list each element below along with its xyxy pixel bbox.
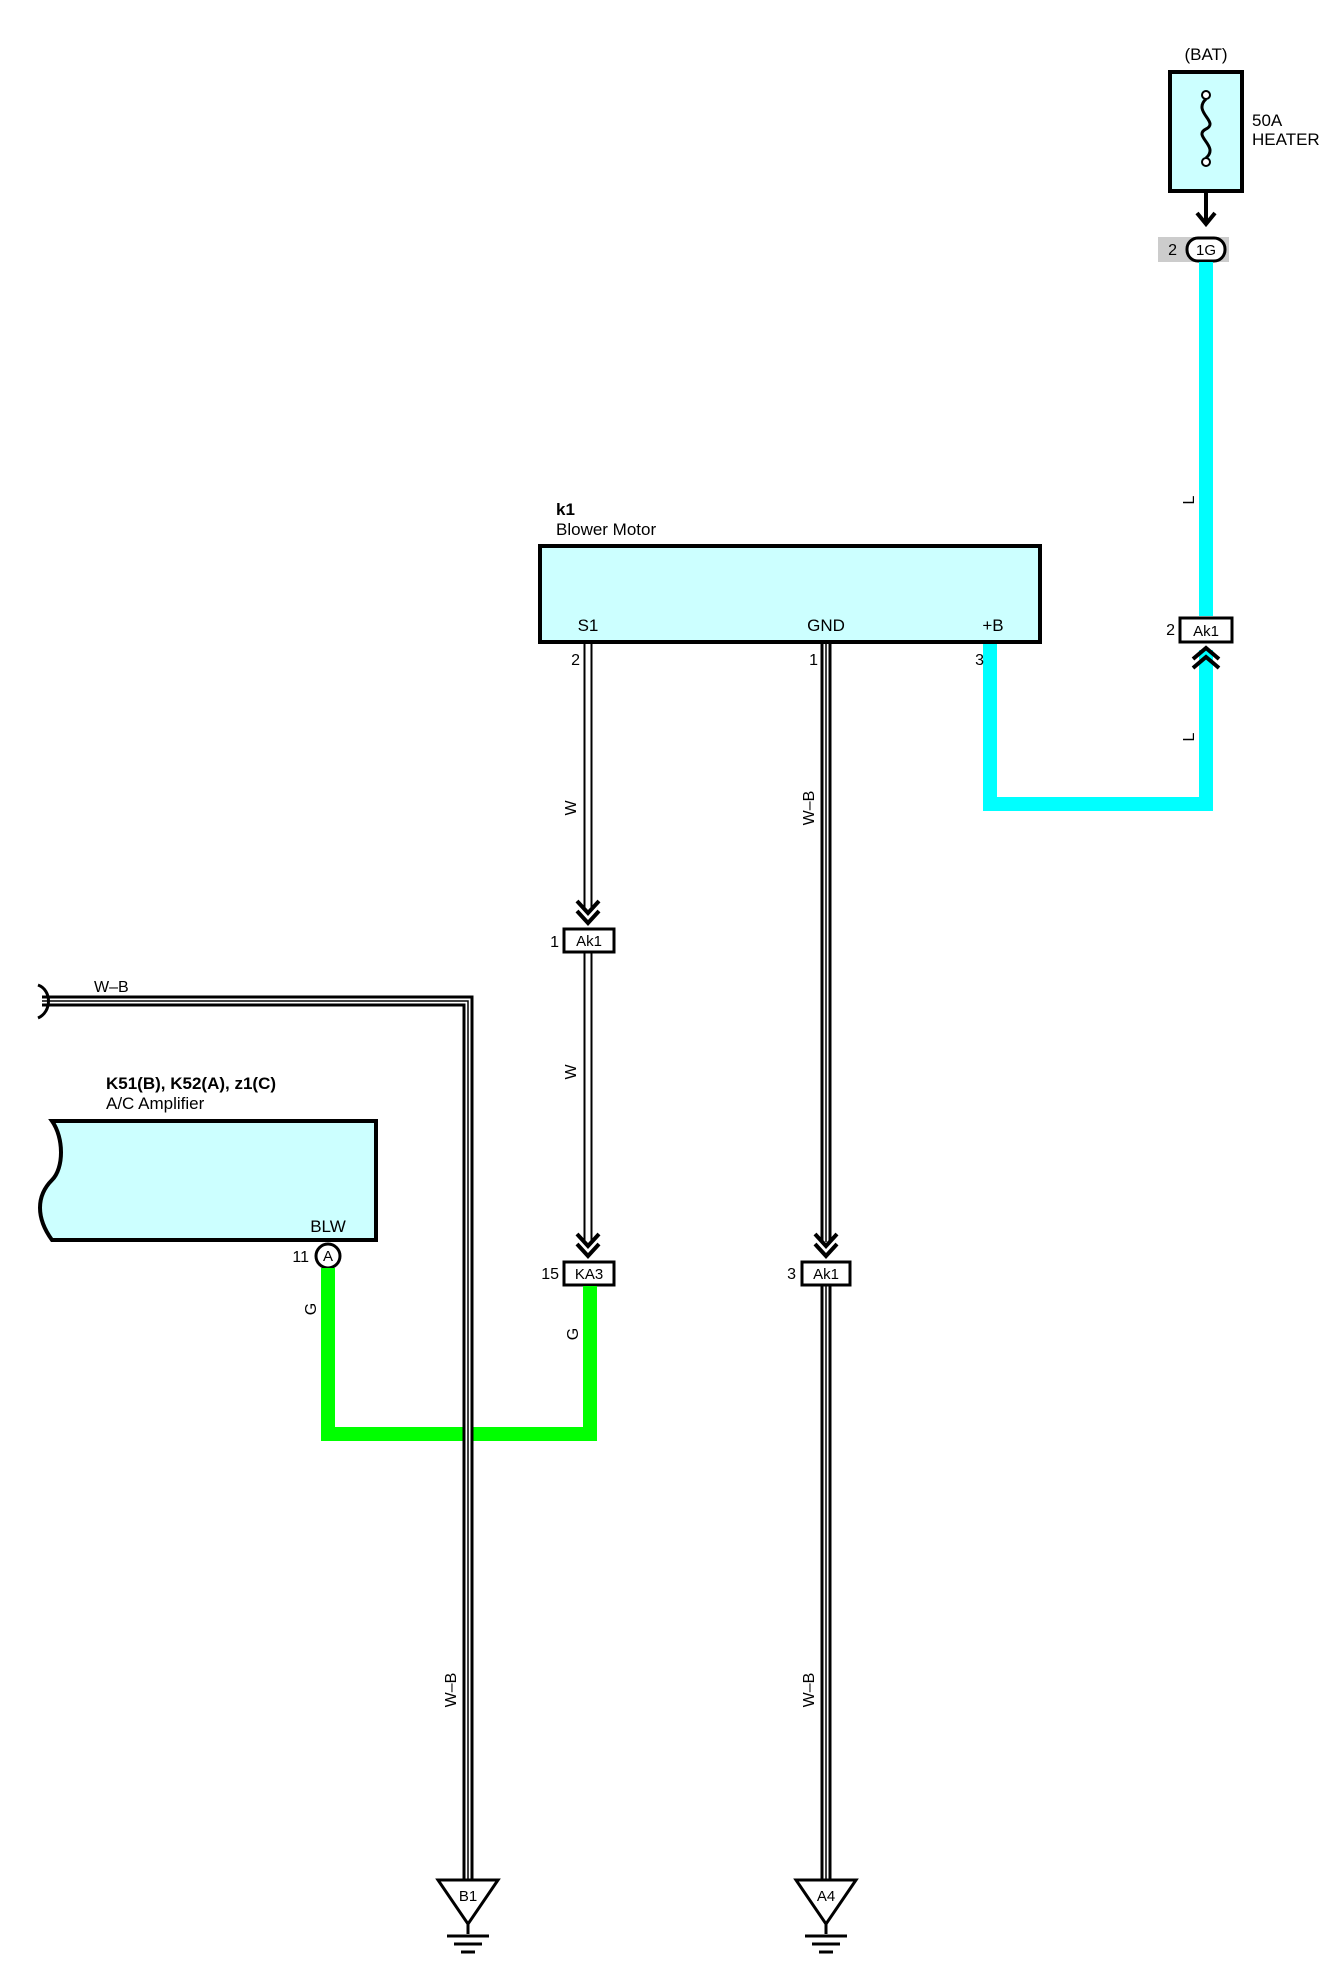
ac-amplifier: K51(B), K52(A), z1(C) A/C Amplifier BLW … (38, 1074, 378, 1270)
blower-motor-code: k1 (556, 500, 575, 519)
g-wire: G G (303, 1268, 597, 1448)
wire-label-offpage: W–B (94, 979, 129, 996)
ground-b1: B1 (435, 1878, 501, 1954)
wire-label-wb-upper: W–B (801, 791, 818, 826)
wire-break-icon (37, 983, 50, 1020)
wire-label-wb-lower: W–B (801, 1673, 818, 1708)
connector-id: Ak1 (576, 933, 602, 950)
arrow-down-icon (1195, 211, 1217, 228)
wire-label-g-blw: G (303, 1303, 320, 1315)
offpage-wb-wire: W–B W–B (37, 979, 474, 1880)
junction-1g: 2 1G (1158, 236, 1229, 263)
ground-id: A4 (817, 1888, 835, 1905)
blower-motor-box (538, 544, 1042, 644)
fuse-name: HEATER (1252, 130, 1320, 149)
fuse-icon (1200, 90, 1212, 167)
chevron-down-icon (813, 1232, 839, 1249)
connector-id: Ak1 (813, 1266, 839, 1283)
chevron-down-icon (575, 1242, 601, 1259)
wire-l-lower (983, 640, 1213, 811)
wire-offpage-stripe (42, 1000, 469, 1880)
chevron-up-icon (1191, 645, 1221, 661)
connector-a-id: A (323, 1248, 333, 1265)
chevron-down-icon (575, 1232, 601, 1249)
fuse-source-label: (BAT) (1184, 45, 1227, 64)
junction-id: 1G (1196, 242, 1216, 259)
blower-motor-name: Blower Motor (556, 520, 656, 539)
fuse-heater: (BAT) 50A HEATER (1168, 45, 1320, 228)
terminal-s1-label: S1 (578, 616, 599, 635)
fuse-box (1168, 70, 1244, 193)
s1-wire: W W (563, 644, 601, 1259)
connector-ak1-s1: 1 Ak1 (550, 927, 616, 954)
connector-id: KA3 (575, 1266, 603, 1283)
terminal-gnd-pin: 1 (809, 652, 818, 669)
ground-a4: A4 (793, 1878, 859, 1954)
connector-box (562, 927, 616, 954)
connector-ak1-gnd: 3 Ak1 (787, 1260, 852, 1287)
fuse-rating: 50A (1252, 111, 1283, 130)
terminal-gnd-label: GND (807, 616, 845, 635)
terminal-s1-pin: 2 (571, 652, 580, 669)
ground-icon (447, 1924, 489, 1954)
junction-pin: 2 (1168, 242, 1177, 259)
wire-label-w-upper: W (563, 800, 580, 816)
terminal-blw-label: BLW (310, 1217, 346, 1236)
blower-motor: k1 Blower Motor S1 GND +B 2 1 3 (538, 500, 1042, 669)
connector-box (562, 1260, 616, 1287)
ac-amplifier-box (38, 1119, 378, 1242)
ac-amplifier-name: A/C Amplifier (106, 1094, 205, 1113)
connector-pin: 3 (787, 1266, 796, 1283)
wire-g (321, 1268, 597, 1441)
connector-box (800, 1260, 852, 1287)
gnd-wire: W–B W–B (801, 644, 839, 1880)
connector-pin: 15 (541, 1266, 559, 1283)
ground-triangle (435, 1878, 501, 1927)
wire-label-g-ka3: G (565, 1328, 582, 1340)
connector-pin: 1 (550, 934, 559, 951)
connector-ak1-power: 2 Ak1 (1166, 616, 1234, 670)
connector-pin: 2 (1166, 622, 1175, 639)
terminal-blw-pin: 11 (292, 1249, 309, 1266)
wire-label-l-lower: L (1181, 732, 1198, 741)
ground-id: B1 (459, 1888, 477, 1905)
connector-box (1178, 616, 1234, 644)
wire-label-ground-b1: W–B (443, 1673, 460, 1708)
connector-id: Ak1 (1193, 623, 1219, 640)
wire-label-l-upper: L (1181, 495, 1198, 504)
terminal-plus-b-label: +B (982, 616, 1003, 635)
connector-ka3: 15 KA3 (541, 1260, 616, 1287)
power-wire: L L (983, 262, 1213, 811)
wire-label-w-lower: W (563, 1064, 580, 1080)
chevron-down-icon (575, 909, 601, 926)
ac-amplifier-codes: K51(B), K52(A), z1(C) (106, 1074, 276, 1093)
chevron-down-icon (813, 1242, 839, 1259)
terminal-plus-b-pin: 3 (975, 652, 984, 669)
chevron-down-icon (575, 899, 601, 916)
ground-icon (805, 1924, 847, 1954)
ground-triangle (793, 1878, 859, 1927)
junction-oval (1185, 236, 1227, 263)
chevron-up-icon (1191, 654, 1221, 670)
